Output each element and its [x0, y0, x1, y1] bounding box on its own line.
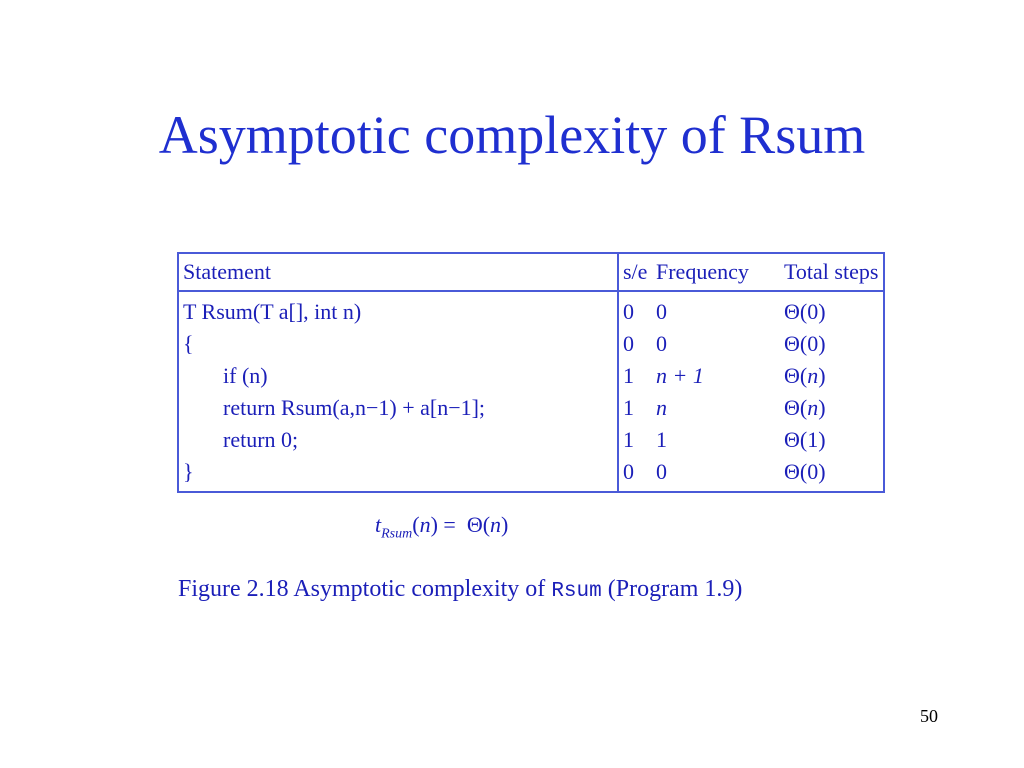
- slide-title: Asymptotic complexity of Rsum: [158, 105, 866, 165]
- total-steps-cell: Θ(n): [784, 363, 826, 388]
- frequency-cell: n: [656, 395, 667, 420]
- se-cell: 1: [623, 427, 634, 452]
- statement-cell: T Rsum(T a[], int n): [178, 291, 619, 328]
- frequency-cell: 1: [656, 427, 667, 452]
- page-number: 50: [920, 706, 938, 726]
- header-statement: Statement: [178, 253, 619, 292]
- table-row: { 0 0 Θ(0): [178, 328, 884, 360]
- frequency-cell: n + 1: [656, 363, 704, 388]
- se-cell: 0: [623, 299, 634, 324]
- total-steps-cell: Θ(0): [784, 299, 826, 324]
- total-steps-cell: Θ(0): [784, 331, 826, 356]
- header-se: s/e: [618, 253, 652, 292]
- total-steps-cell: Θ(1): [784, 427, 826, 452]
- table-row: return 0; 1 1 Θ(1): [178, 424, 884, 456]
- table-row: return Rsum(a,n−1) + a[n−1]; 1 n Θ(n): [178, 392, 884, 424]
- se-cell: 0: [623, 459, 634, 484]
- total-steps-cell: Θ(n): [784, 395, 826, 420]
- frequency-cell: 0: [656, 299, 667, 324]
- table-row: } 0 0 Θ(0): [178, 456, 884, 492]
- figure-caption: Figure 2.18 Asymptotic complexity of Rsu…: [178, 576, 743, 603]
- statement-cell: {: [178, 328, 619, 360]
- total-steps-cell: Θ(0): [784, 459, 826, 484]
- complexity-table: Statement s/e Frequency Total steps T Rs…: [177, 252, 885, 493]
- header-total-steps: Total steps: [780, 253, 884, 292]
- table-row: if (n) 1 n + 1 Θ(n): [178, 360, 884, 392]
- se-cell: 1: [623, 363, 634, 388]
- frequency-cell: 0: [656, 331, 667, 356]
- statement-cell: }: [178, 456, 619, 492]
- se-cell: 0: [623, 331, 634, 356]
- frequency-cell: 0: [656, 459, 667, 484]
- table-header-row: Statement s/e Frequency Total steps: [178, 253, 884, 292]
- complexity-formula: tRsum(n) = Θ(n): [375, 512, 509, 542]
- statement-cell: return Rsum(a,n−1) + a[n−1];: [178, 392, 619, 424]
- statement-cell: if (n): [178, 360, 619, 392]
- table-row: T Rsum(T a[], int n) 0 0 Θ(0): [178, 291, 884, 328]
- se-cell: 1: [623, 395, 634, 420]
- statement-cell: return 0;: [178, 424, 619, 456]
- header-frequency: Frequency: [652, 253, 780, 292]
